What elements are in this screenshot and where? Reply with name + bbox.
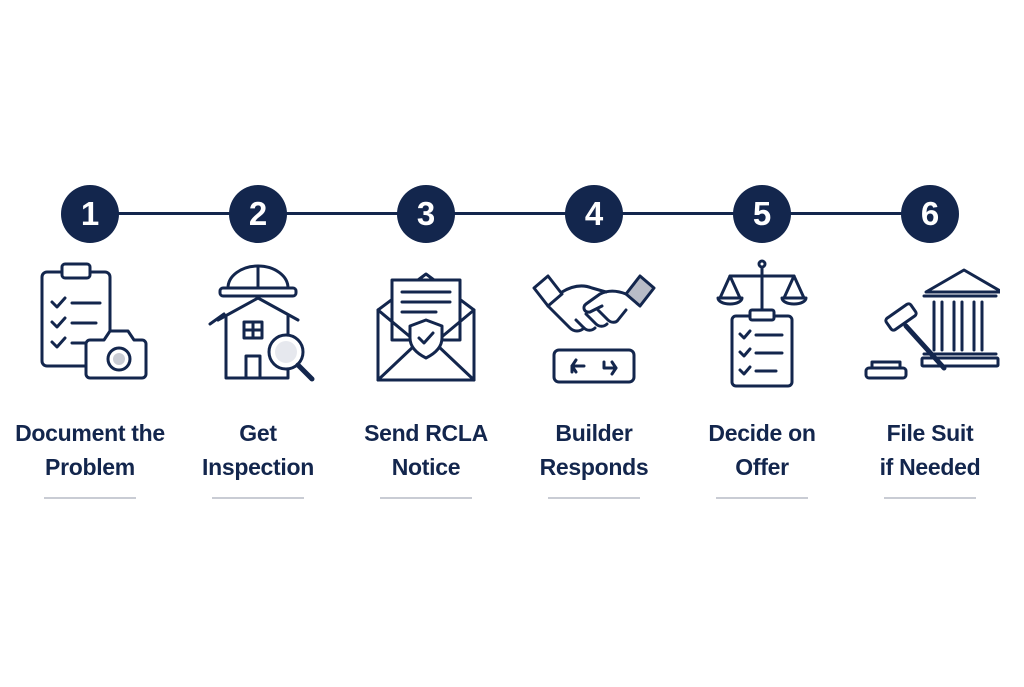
step-label-line-2: Responds [539, 454, 649, 480]
step-number-badge: 2 [229, 185, 287, 243]
step-2: 2 Get Inspection [173, 0, 343, 687]
step-4: 4 Builder Responds [509, 0, 679, 687]
step-label-line-1: Document the [15, 420, 165, 446]
scales-checklist-icon [692, 258, 832, 390]
step-label-line-1: Get [239, 420, 277, 446]
step-label-line-2: if Needed [879, 454, 981, 480]
step-label-line-2: Notice [391, 454, 461, 480]
step-label: File Suit if Needed [845, 416, 1015, 484]
step-1: 1 Document the Problem [5, 0, 175, 687]
step-label-line-2: Inspection [201, 454, 314, 480]
step-number-badge: 5 [733, 185, 791, 243]
step-number-badge: 4 [565, 185, 623, 243]
step-5: 5 Decide on Offer [677, 0, 847, 687]
step-label-line-1: Decide on [708, 420, 816, 446]
step-label-line-2: Problem [45, 454, 135, 480]
timeline-connector-line [80, 212, 936, 215]
house-inspection-icon [188, 258, 328, 390]
step-label: Document the Problem [5, 416, 175, 484]
clipboard-camera-icon [20, 258, 160, 390]
step-label-line-1: Send RCLA [364, 420, 488, 446]
step-label: Decide on Offer [677, 416, 847, 484]
step-label-line-2: Offer [735, 454, 789, 480]
handshake-icon [524, 258, 664, 390]
step-divider [884, 497, 976, 499]
step-number-badge: 6 [901, 185, 959, 243]
step-divider [548, 497, 640, 499]
step-label-line-1: File Suit [886, 420, 974, 446]
envelope-shield-icon [356, 258, 496, 390]
step-number-badge: 3 [397, 185, 455, 243]
step-divider [380, 497, 472, 499]
step-number-badge: 1 [61, 185, 119, 243]
step-label: Send RCLA Notice [341, 416, 511, 484]
step-divider [716, 497, 808, 499]
step-divider [44, 497, 136, 499]
step-label-line-1: Builder [555, 420, 633, 446]
step-6: 6 File Suit if Needed [845, 0, 1015, 687]
step-3: 3 Send RCLA Notice [341, 0, 511, 687]
step-divider [212, 497, 304, 499]
step-label: Builder Responds [509, 416, 679, 484]
step-label: Get Inspection [173, 416, 343, 484]
gavel-courthouse-icon [860, 258, 1000, 390]
